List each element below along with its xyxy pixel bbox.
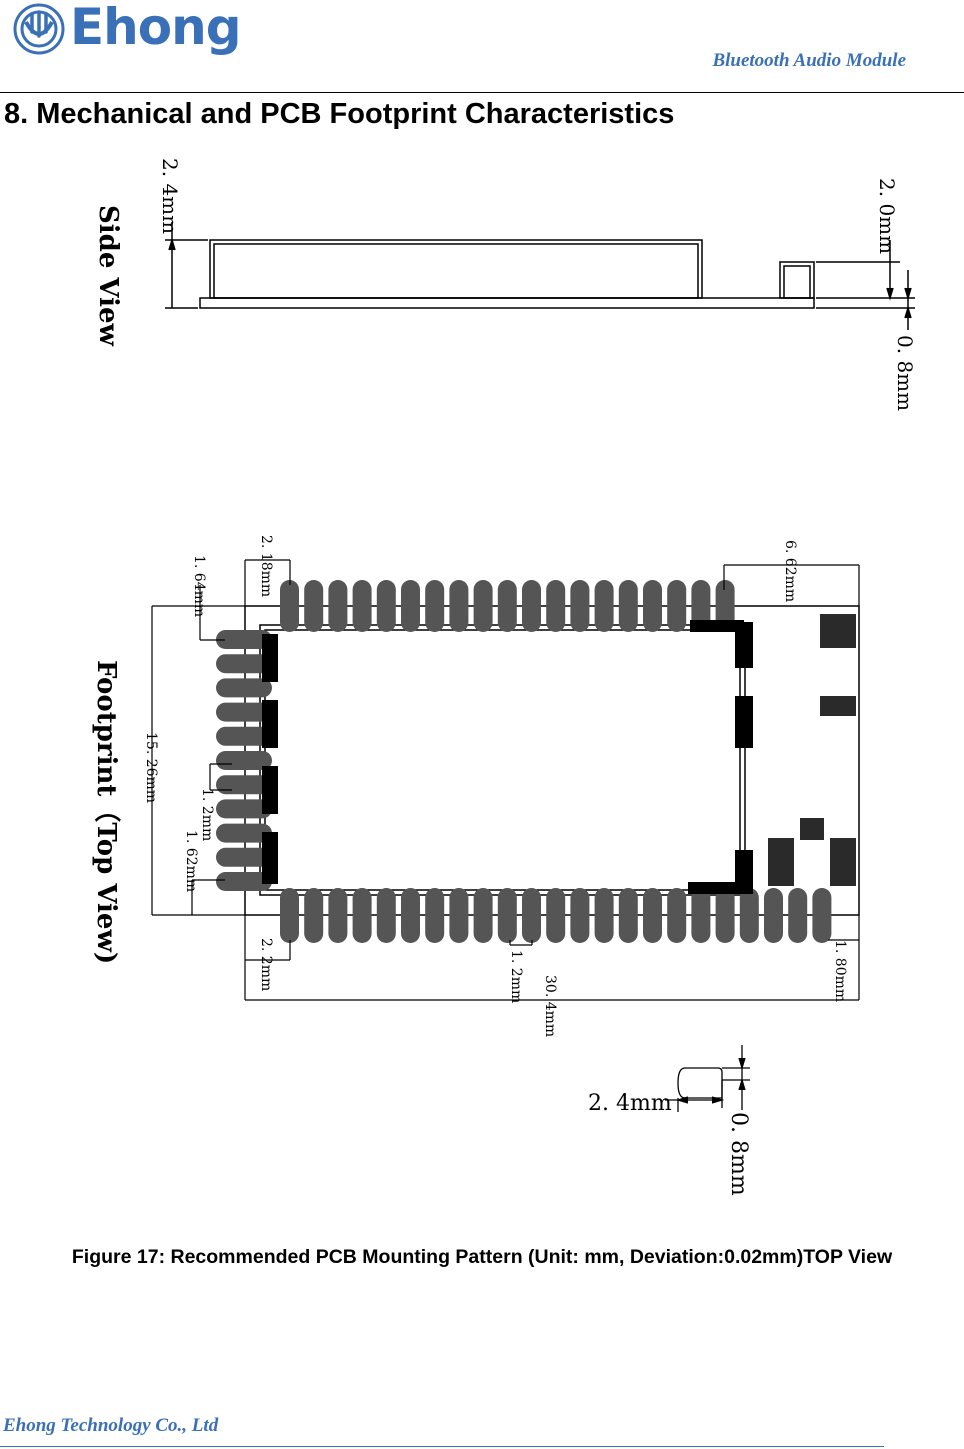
- dim-pad-width: 0. 8mm: [726, 1112, 751, 1196]
- solder-pad: [497, 888, 517, 943]
- page-header: Ehong Bluetooth Audio Module: [0, 0, 964, 95]
- dim-right-top-width: 6. 62mm: [782, 540, 798, 602]
- dim-left-pitch: 1. 2mm: [199, 788, 215, 841]
- solder-pad: [497, 580, 517, 632]
- section-heading: 8. Mechanical and PCB Footprint Characte…: [4, 98, 674, 131]
- solder-pad: [739, 888, 759, 943]
- inner-frame-marks: [262, 620, 753, 894]
- solder-pad: [280, 888, 299, 943]
- solder-pad: [473, 888, 493, 943]
- solder-pad: [216, 702, 272, 722]
- footprint-outline: [244, 605, 860, 916]
- dim-overall-width: 30. 4mm: [542, 975, 558, 1037]
- solder-pad: [376, 888, 396, 943]
- section-title: Mechanical and PCB Footprint Characteris…: [36, 98, 675, 130]
- solder-pad: [328, 580, 348, 632]
- solder-pad: [425, 888, 445, 943]
- solder-pad: [764, 888, 783, 943]
- logo-emblem-icon: [13, 3, 65, 55]
- dim-bottom-pitch: 1. 2mm: [508, 950, 524, 1003]
- left-pad-column: [216, 630, 272, 891]
- section-number: 8.: [4, 98, 29, 130]
- solder-pad: [594, 888, 614, 943]
- top-pad-row: [280, 580, 735, 632]
- footer-divider: [0, 1446, 884, 1447]
- solder-pad: [216, 678, 272, 698]
- solder-pad: [352, 580, 372, 632]
- company-logo: Ehong: [12, 0, 252, 62]
- solder-pad: [546, 580, 566, 632]
- solder-pad: [216, 847, 272, 867]
- footprint-drawing: Side View 2. 4mm 2. 0mm 0. 8mm: [91, 158, 917, 1196]
- solder-pad: [401, 888, 420, 943]
- solder-pad: [449, 888, 469, 943]
- dim-top-left-offset: 2. 18mm: [258, 535, 274, 597]
- pad-detail: [665, 1045, 750, 1112]
- dim-side-right-height: 2. 0mm: [875, 178, 899, 254]
- solder-pad: [546, 888, 566, 943]
- solder-pad: [522, 580, 541, 632]
- footprint-label: Footprint（Top View): [91, 660, 121, 964]
- solder-pad: [594, 580, 614, 632]
- solder-pad: [570, 888, 590, 943]
- footer-company: Ehong Technology Co., Ltd: [3, 1415, 219, 1436]
- solder-pad: [216, 726, 272, 746]
- solder-pad: [216, 751, 272, 770]
- solder-pad: [667, 580, 687, 632]
- solder-pad: [473, 580, 493, 632]
- solder-pad: [618, 580, 638, 632]
- dim-pad-length: 2. 4mm: [588, 1091, 672, 1116]
- document-subtitle: Bluetooth Audio Module: [712, 50, 906, 71]
- solder-pad: [352, 888, 372, 943]
- solder-pad: [812, 888, 832, 943]
- solder-pad: [667, 888, 687, 943]
- solder-pad: [216, 654, 272, 674]
- solder-pad: [449, 580, 469, 632]
- dim-bottom-right-offset: 1. 80mm: [832, 940, 848, 1002]
- solder-pad: [216, 872, 272, 891]
- solder-pad: [643, 888, 662, 943]
- dim-side-height: 2. 4mm: [158, 158, 182, 234]
- mechanical-drawing: Side View 2. 4mm 2. 0mm 0. 8mm: [0, 140, 964, 1200]
- solder-pad: [522, 888, 541, 943]
- solder-pad: [618, 888, 638, 943]
- solder-pad: [304, 888, 324, 943]
- right-area-components: [768, 614, 856, 886]
- solder-pad: [216, 799, 272, 819]
- dim-overall-height: 15. 26mm: [143, 732, 159, 803]
- dim-side-right-small: 0. 8mm: [893, 335, 917, 411]
- solder-pad: [304, 580, 324, 632]
- solder-pad: [216, 630, 272, 649]
- solder-pad: [425, 580, 445, 632]
- solder-pad: [643, 580, 662, 632]
- dim-left-top-margin: 1. 64mm: [191, 555, 207, 617]
- solder-pad: [401, 580, 420, 632]
- figure-caption: Figure 17: Recommended PCB Mounting Patt…: [71, 1246, 893, 1268]
- solder-pad: [788, 888, 808, 943]
- solder-pad: [691, 888, 711, 943]
- side-view-label: Side View: [93, 205, 123, 347]
- solder-pad: [376, 580, 396, 632]
- solder-pad: [570, 580, 590, 632]
- footprint-dimension-lines: [151, 559, 860, 1001]
- dim-left-bottom-margin: 1. 62mm: [183, 830, 199, 892]
- solder-pad: [280, 580, 299, 632]
- side-view: [165, 222, 915, 330]
- logo-wordmark: Ehong: [70, 0, 241, 56]
- dim-bottom-left-offset: 2. 2mm: [258, 938, 274, 991]
- solder-pad: [328, 888, 348, 943]
- solder-pad: [691, 580, 711, 632]
- bottom-pad-row: [280, 888, 832, 943]
- header-divider: [0, 92, 964, 93]
- solder-pad: [715, 580, 735, 632]
- solder-pad: [715, 888, 735, 943]
- solder-pad: [216, 823, 272, 843]
